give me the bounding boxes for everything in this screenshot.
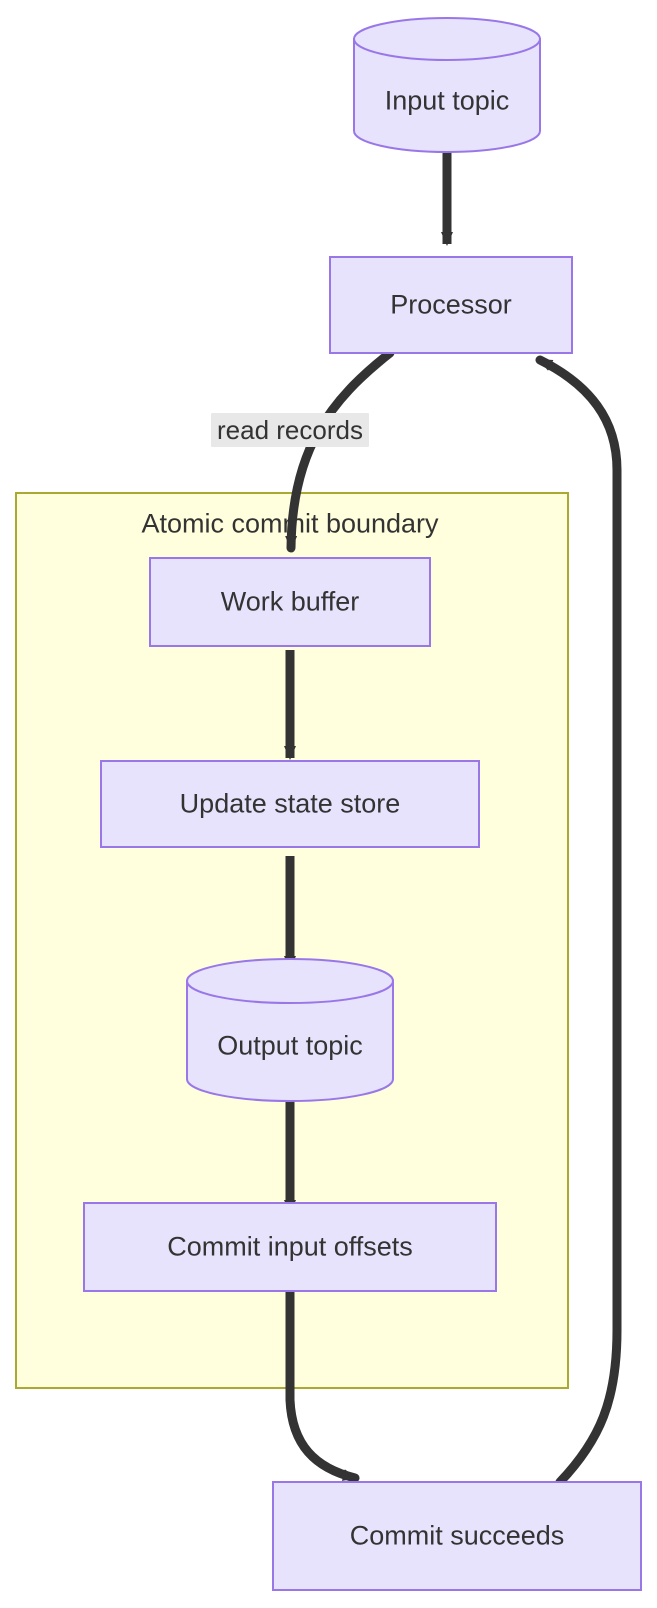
- node-output-topic[interactable]: [186, 958, 394, 1102]
- edge-commit-input-offsets-to-commit-succeeds: [285, 1286, 360, 1483]
- node-update-state-store[interactable]: [100, 760, 480, 848]
- node-processor[interactable]: [329, 256, 573, 354]
- node-work-buffer[interactable]: [149, 557, 431, 647]
- node-input-topic[interactable]: [353, 17, 541, 153]
- node-commit-input-offsets[interactable]: [83, 1202, 497, 1292]
- node-commit-succeeds[interactable]: [272, 1481, 642, 1591]
- edge-commit-succeeds-to-processor: [535, 355, 622, 1487]
